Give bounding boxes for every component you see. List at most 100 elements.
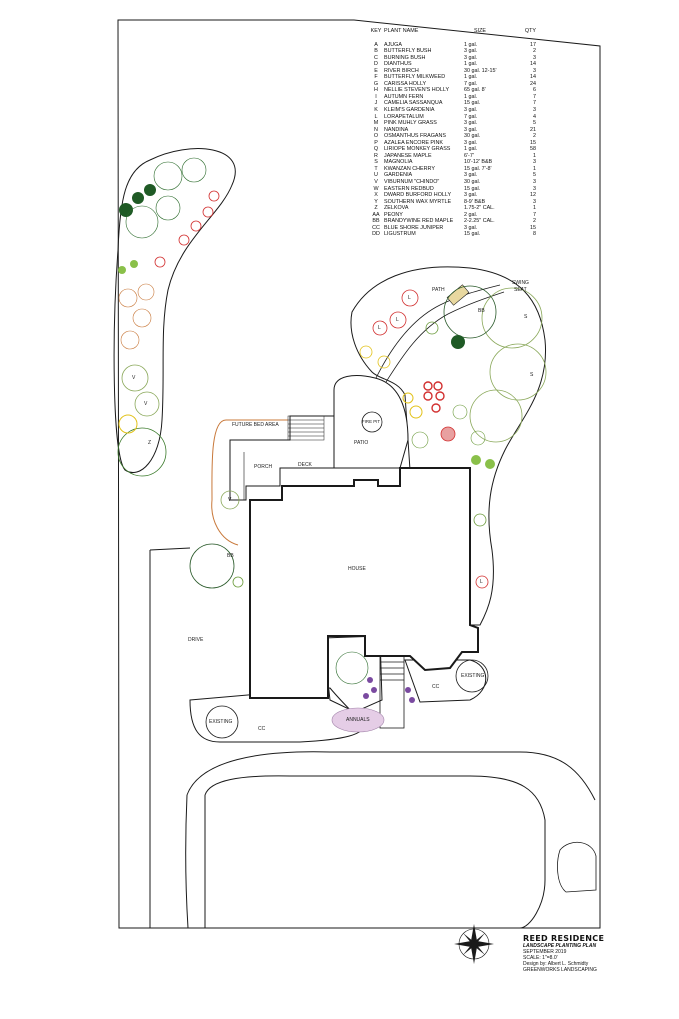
right-planting-bed bbox=[350, 266, 547, 626]
existing-trees bbox=[205, 659, 489, 739]
plant-name: NELLIE STEVEN'S HOLLY bbox=[384, 87, 450, 94]
magnolia-label-1: S bbox=[524, 314, 528, 320]
plant-qty: 1 bbox=[533, 165, 536, 172]
plant-code: O bbox=[373, 133, 379, 140]
plant-size: 15 gal. bbox=[464, 100, 481, 107]
plant-qty: 5 bbox=[533, 172, 536, 179]
lorapetalum-label-1: L bbox=[408, 295, 411, 301]
swing-seat-label-2: SEAT bbox=[514, 287, 527, 293]
plant-name: JAPANESE MAPLE bbox=[384, 152, 432, 159]
plant-name: LIGUSTRUM bbox=[384, 231, 416, 238]
plant-size: 3 gal. bbox=[464, 192, 478, 199]
company: GREENWORKS LANDSCAPING bbox=[523, 967, 597, 973]
patio bbox=[333, 375, 409, 469]
plant-code: A bbox=[374, 41, 378, 48]
plant-name: BLUE SHORE JUNIPER bbox=[384, 224, 444, 231]
plant-name: AUTUMN FERN bbox=[384, 93, 424, 100]
plant-qty: 3 bbox=[533, 54, 536, 61]
plant-qty: 24 bbox=[530, 80, 536, 87]
plant-size: 15 gal. bbox=[464, 231, 481, 238]
plant-qty: 8 bbox=[533, 231, 536, 238]
title-block: REED RESIDENCE LANDSCAPE PLANTING PLAN S… bbox=[523, 934, 673, 973]
plant-name: BURNING BUSH bbox=[384, 54, 426, 61]
plant-size: 3 gal. bbox=[464, 126, 478, 133]
viburnum-label-1: V bbox=[132, 375, 136, 381]
plant-name: ZELKOVA bbox=[384, 205, 409, 212]
plant-size: 3 gal. bbox=[464, 172, 478, 179]
fire-pit bbox=[361, 411, 383, 433]
plant-size: 3 gal. bbox=[464, 107, 478, 114]
plant-name: AJUGA bbox=[384, 41, 402, 48]
plant-qty: 5 bbox=[533, 120, 536, 127]
lorapetalum-label-3: L bbox=[378, 325, 381, 331]
plant-name: PINK MUHLY GRASS bbox=[384, 120, 437, 127]
plant-code: R bbox=[374, 152, 378, 159]
plant-code: AA bbox=[372, 211, 380, 218]
plant-qty: 14 bbox=[530, 74, 536, 81]
plant-size: 65 gal. 8' bbox=[464, 87, 486, 94]
plant-code: H bbox=[374, 87, 378, 94]
bb-label-back: BB bbox=[478, 308, 485, 314]
plant-name: PEONY bbox=[384, 211, 403, 218]
plant-name: DWARD BURFORD HOLLY bbox=[384, 192, 452, 199]
plant-code: Y bbox=[374, 198, 378, 205]
lorapetalum-label-2: L bbox=[396, 317, 399, 323]
front-right-bed bbox=[404, 659, 487, 703]
plant-name: BRANDYWINE RED MAPLE bbox=[384, 218, 454, 225]
plant-qty: 3 bbox=[533, 67, 536, 74]
maple-trees bbox=[189, 285, 497, 589]
plant-code: C bbox=[374, 54, 378, 61]
header-key: KEY bbox=[370, 28, 382, 34]
magnolia-label-2: S bbox=[530, 372, 534, 378]
zelkova-tree bbox=[117, 427, 167, 477]
plant-qty: 3 bbox=[533, 159, 536, 166]
annuals-bed bbox=[331, 707, 385, 733]
viburnum-label-2: V bbox=[144, 401, 148, 407]
plant-code: K bbox=[374, 107, 378, 114]
property-line bbox=[117, 19, 601, 929]
plant-name: CARISSA HOLLY bbox=[384, 80, 427, 87]
left-planting-bed bbox=[113, 148, 236, 473]
plant-code: V bbox=[374, 179, 378, 186]
project-title: REED RESIDENCE bbox=[523, 934, 605, 943]
plant-name: LIRIOPE MONKEY GRASS bbox=[384, 146, 451, 153]
plant-code: CC bbox=[372, 224, 380, 231]
plant-qty: 4 bbox=[533, 113, 536, 120]
plant-size: 2-2.25" CAL. bbox=[464, 218, 495, 225]
plant-code: T bbox=[374, 165, 378, 172]
plant-name: KWANZAN CHERRY bbox=[384, 165, 435, 172]
cc-label-left: CC bbox=[258, 726, 266, 732]
plant-name: CAMELIA SASSANQUA bbox=[384, 100, 443, 107]
corner-bed bbox=[557, 842, 597, 893]
plant-size: 10'-12' B&B bbox=[464, 159, 493, 166]
plant-name: AZALEA ENCORE PINK bbox=[384, 139, 444, 146]
plant-size: 3 gal. bbox=[464, 48, 478, 55]
plant-size: 30 gal. bbox=[464, 179, 481, 186]
plant-name: KLEIM'S GARDENIA bbox=[384, 107, 435, 114]
plant-size: 8-9' B&B bbox=[464, 198, 486, 205]
plant-code: W bbox=[373, 185, 379, 192]
plant-name: VIBURNUM "CHINDO" bbox=[384, 179, 440, 186]
plant-name: DIANTHUS bbox=[384, 61, 412, 68]
plant-code: S bbox=[374, 159, 378, 166]
bb-label-left: BB bbox=[227, 553, 234, 559]
